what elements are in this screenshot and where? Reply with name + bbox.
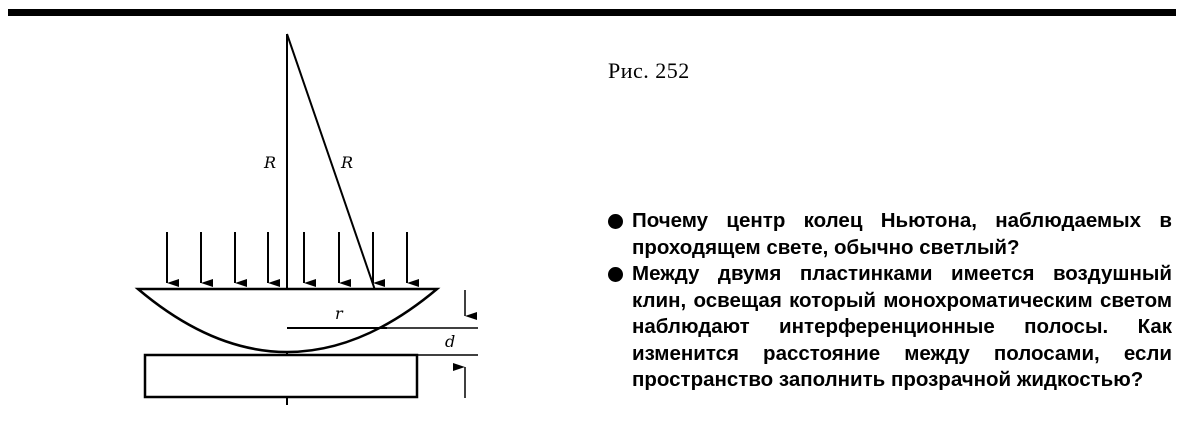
incident-light-arrows xyxy=(166,232,419,287)
bullet-icon xyxy=(608,267,623,282)
newton-rings-figure: R R r d xyxy=(134,33,478,405)
plano-convex-lens xyxy=(134,287,441,354)
question-item: Почему центр колец Ньютона, наблюдаемых … xyxy=(606,208,1172,261)
slanted-radius-line xyxy=(286,33,388,326)
bullet-icon xyxy=(608,214,623,229)
label-d: d xyxy=(445,332,455,351)
question-text: Между двумя пластинками имеется воздушны… xyxy=(632,262,1172,391)
question-item: Между двумя пластинками имеется воздушны… xyxy=(606,261,1172,394)
question-list: Почему центр колец Ньютона, наблюдаемых … xyxy=(606,208,1172,394)
figure-caption: Рис. 252 xyxy=(608,58,690,83)
question-text: Почему центр колец Ньютона, наблюдаемых … xyxy=(632,209,1172,259)
label-r-small: r xyxy=(335,304,344,323)
label-r-slanted: R xyxy=(340,153,353,172)
label-r-vertical: R xyxy=(263,153,276,172)
top-rule xyxy=(8,9,1176,16)
glass-plate xyxy=(143,353,419,399)
